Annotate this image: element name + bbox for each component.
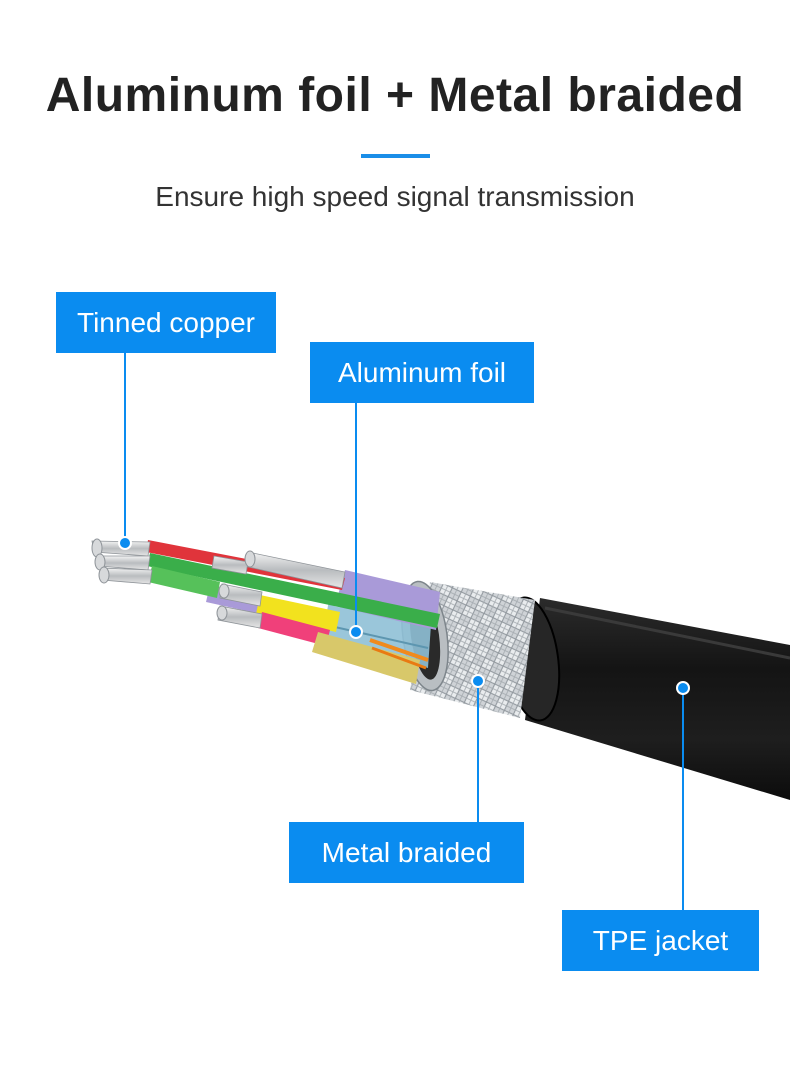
tpe-jacket	[503, 596, 790, 800]
label-metal-braided: Metal braided	[289, 822, 524, 883]
label-tpe-jacket: TPE jacket	[562, 910, 759, 971]
page-title: Aluminum foil + Metal braided	[45, 69, 745, 122]
page-subtitle: Ensure high speed signal transmission	[155, 181, 635, 212]
inner-wires	[91, 538, 440, 684]
leader-tinned-copper	[118, 353, 132, 550]
label-aluminum-foil: Aluminum foil	[310, 342, 534, 403]
leader-aluminum-foil	[349, 403, 363, 639]
leader-metal-braided	[471, 674, 485, 822]
title-underline	[361, 154, 430, 158]
leader-tpe-jacket	[676, 681, 690, 910]
label-tinned-copper: Tinned copper	[56, 292, 276, 353]
